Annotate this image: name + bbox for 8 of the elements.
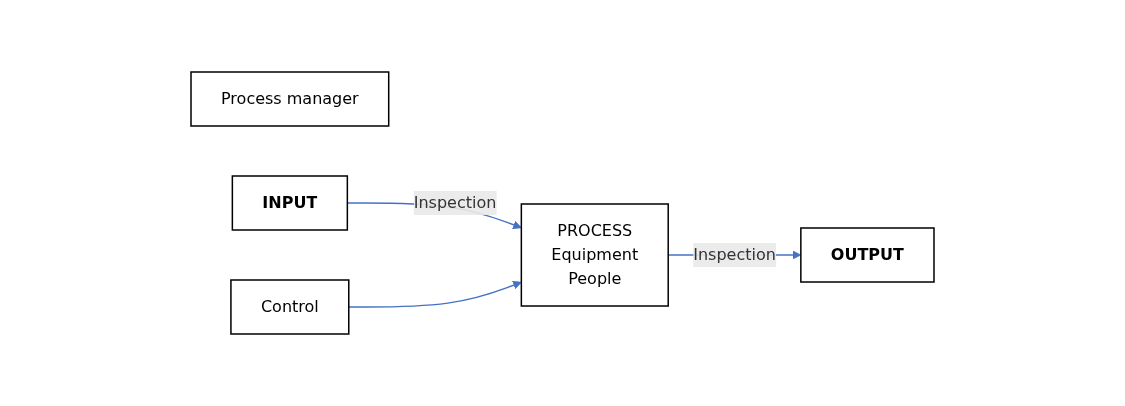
node-box: OUTPUT	[800, 227, 935, 283]
arrow	[348, 280, 522, 308]
edge-label: Inspection	[693, 245, 776, 264]
node-box: Process manager	[190, 71, 390, 127]
edge-label: Inspection	[413, 193, 497, 212]
node-box: Control	[230, 279, 350, 335]
node-box: INPUT	[231, 175, 349, 231]
node-box: PROCESS Equipment People	[520, 203, 669, 307]
